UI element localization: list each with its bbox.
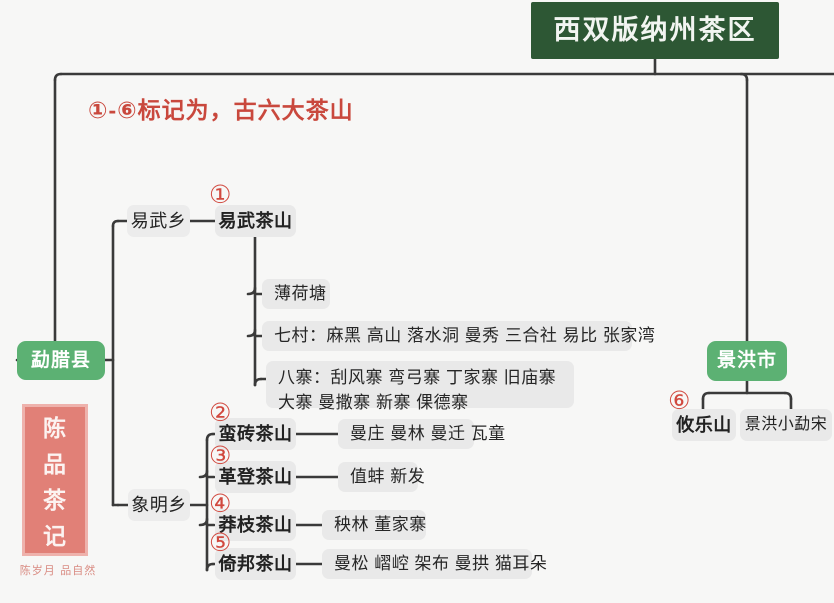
legend-note: ①-⑥标记为，古六大茶山 <box>88 97 354 123</box>
township-node-xiangming[interactable]: 象明乡 <box>128 489 190 521</box>
mountain-node-gedeng[interactable]: 革登茶山 <box>215 461 296 493</box>
mountain-node-manzhuan[interactable]: 蛮砖茶山 <box>215 418 296 450</box>
mountain-label-yiwu: 易武茶山 <box>218 210 293 231</box>
watermark-seal: 陈 品 茶 记 陈岁月 品自然 <box>14 404 102 590</box>
seal-char-2: 品 <box>43 451 67 478</box>
detail-node-qicun[interactable]: 七村：麻黑 高山 落水洞 曼秀 三合社 易比 张家湾 <box>262 321 655 351</box>
seal-stamp-icon: 陈 品 茶 记 <box>22 404 88 556</box>
root-title-node[interactable]: 西双版纳州茶区 <box>531 2 779 59</box>
county-label-jinghong: 景洪市 <box>716 350 777 372</box>
detail-node-gedeng[interactable]: 值蚌 新发 <box>338 462 425 492</box>
detail-label-bazhai-line1: 八寨：刮风寨 弯弓寨 丁家寨 旧庙寨 大寨 <box>278 368 557 412</box>
mountain-node-yibang[interactable]: 倚邦茶山 <box>215 548 296 580</box>
mountain-label-gedeng: 革登茶山 <box>218 466 293 487</box>
mountain-label-yibang: 倚邦茶山 <box>218 553 293 574</box>
detail-label-bazhai-line2: 曼撒寨 新寨 倮德寨 <box>318 392 469 412</box>
detail-node-mangzhi[interactable]: 秧林 董家寨 <box>322 510 426 540</box>
mountain-label-youle: 攸乐山 <box>676 414 732 435</box>
seal-char-4: 记 <box>43 523 67 550</box>
seal-char-1: 陈 <box>43 415 67 442</box>
detail-node-bazhai[interactable]: 八寨：刮风寨 弯弓寨 丁家寨 旧庙寨 大寨 曼撒寨 新寨 倮德寨 <box>266 361 574 412</box>
detail-label-mangzhi: 秧林 董家寨 <box>334 514 427 534</box>
marker-1-icon: ① <box>209 180 232 209</box>
detail-label-yibang: 曼松 嶍崆 架布 曼拱 猫耳朵 <box>334 553 548 573</box>
mountain-label-xiaomengsong: 景洪小勐宋 <box>744 416 828 434</box>
township-label-yiwu: 易武乡 <box>130 210 187 231</box>
mountain-node-xiaomengsong[interactable]: 景洪小勐宋 <box>740 409 832 441</box>
seal-char-3: 茶 <box>43 487 67 514</box>
detail-label-qicun: 七村：麻黑 高山 落水洞 曼秀 三合社 易比 张家湾 <box>274 325 656 345</box>
detail-label-bohetang: 薄荷塘 <box>274 283 327 303</box>
mountain-label-manzhuan: 蛮砖茶山 <box>218 423 293 444</box>
township-node-yiwu[interactable]: 易武乡 <box>127 205 190 237</box>
detail-node-bohetang[interactable]: 薄荷塘 <box>262 279 330 309</box>
detail-node-yibang[interactable]: 曼松 嶍崆 架布 曼拱 猫耳朵 <box>322 549 547 579</box>
county-label-menla: 勐腊县 <box>30 349 91 371</box>
detail-node-manzhuan[interactable]: 曼庄 曼林 曼迁 瓦童 <box>338 419 505 449</box>
mountain-node-mangzhi[interactable]: 莽枝茶山 <box>215 509 296 541</box>
township-label-xiangming: 象明乡 <box>131 494 187 515</box>
detail-label-gedeng: 值蚌 新发 <box>350 466 426 486</box>
county-node-jinghong[interactable]: 景洪市 <box>707 341 787 381</box>
mountain-node-yiwu[interactable]: 易武茶山 <box>215 205 296 237</box>
mountain-label-mangzhi: 莽枝茶山 <box>218 514 293 535</box>
seal-tagline: 陈岁月 品自然 <box>19 564 97 577</box>
root-title-label: 西双版纳州茶区 <box>553 15 757 46</box>
mountain-node-youle[interactable]: 攸乐山 <box>672 409 736 441</box>
county-node-menla[interactable]: 勐腊县 <box>17 341 105 380</box>
detail-label-manzhuan: 曼庄 曼林 曼迁 瓦童 <box>350 423 506 443</box>
